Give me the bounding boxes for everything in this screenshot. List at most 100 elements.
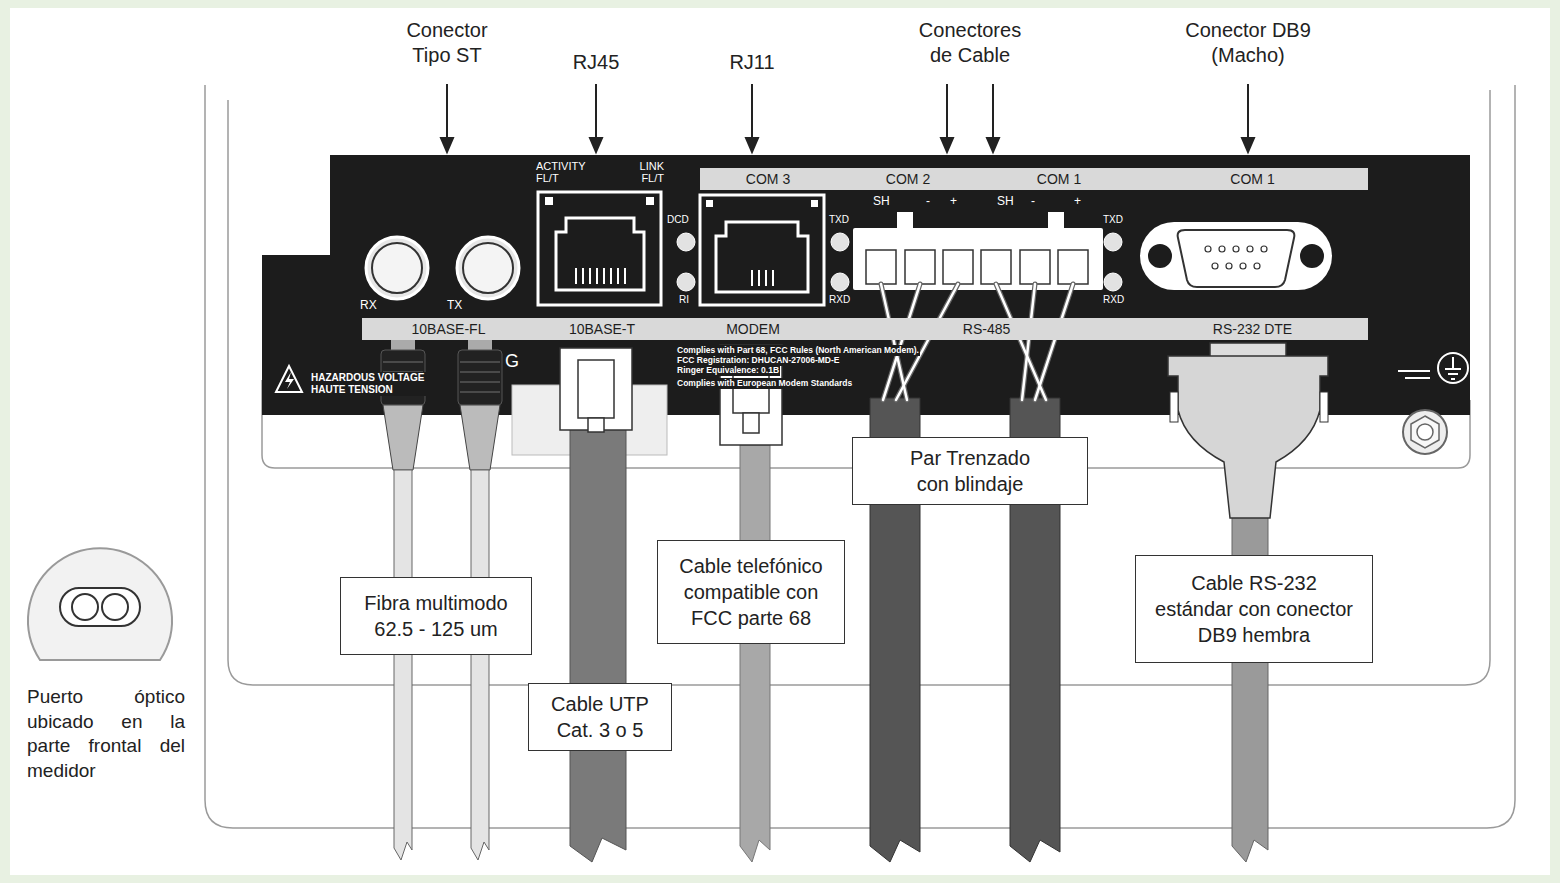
port-label-band: COM 1 <box>980 168 1138 190</box>
st-connector <box>463 243 513 293</box>
rj45-jack <box>646 197 654 205</box>
fiber-cable <box>471 470 489 860</box>
ground-symbol <box>1398 353 1468 383</box>
st-connector <box>366 237 428 299</box>
callout-box: Par Trenzado con blindaje <box>852 437 1088 505</box>
pin-name: + <box>950 194 957 209</box>
warning-text: HAZARDOUS VOLTAGE HAUTE TENSION <box>310 372 430 396</box>
db9-male-connector <box>1212 263 1218 269</box>
rj45-jack <box>603 268 605 284</box>
signal-name: DCD <box>667 214 689 227</box>
terminal-block <box>981 250 1011 284</box>
compliance-note: Ringer Equivalence: 0.1B <box>676 365 780 376</box>
port-name: 10BASE-FL <box>362 318 535 340</box>
db9-male-connector <box>1226 263 1232 269</box>
st-connector <box>372 243 422 293</box>
rj11-jack <box>716 222 808 292</box>
port-name: COM 1 <box>980 168 1138 190</box>
db9-male-connector <box>1247 246 1253 252</box>
page-ground <box>10 8 1550 875</box>
st-connector <box>366 237 519 299</box>
callout-box: Cable RS-232 estándar con conector DB9 h… <box>1135 555 1373 663</box>
rs232-cable <box>1168 356 1328 518</box>
pointer-arrows <box>1247 84 1249 140</box>
twisted-pair-cable <box>883 284 920 400</box>
rj45-jack <box>582 268 584 284</box>
fiber-cable <box>458 350 502 405</box>
pointer-arrows <box>1242 138 1254 152</box>
db9-male-connector <box>1233 246 1239 252</box>
ground-symbol <box>1452 357 1454 369</box>
rj11-jack <box>700 195 824 305</box>
twisted-pair-cable <box>870 284 1073 862</box>
rj45-jack <box>575 268 577 284</box>
callout-text: Cable RS-232 estándar con conector DB9 h… <box>1153 570 1355 648</box>
rj45-jack <box>538 192 661 305</box>
rj11-jack <box>811 200 818 207</box>
status-led <box>677 273 695 291</box>
phone-cable <box>740 445 770 862</box>
db9-male-connector <box>1261 246 1267 252</box>
twisted-pair-cable <box>896 284 958 400</box>
led-label: LINK FL/T <box>624 160 664 184</box>
rj11-jack <box>706 200 713 207</box>
port-label-band: COM 2 <box>835 168 981 190</box>
port-label-band: MODEM <box>670 318 836 340</box>
db9-male-connector <box>1140 222 1332 290</box>
ground-symbol <box>1445 368 1461 370</box>
db9-male-connector <box>1254 263 1260 269</box>
port-label-band: 10BASE-T <box>533 318 671 340</box>
st-connector <box>457 237 519 299</box>
db9-male-connector <box>1240 263 1246 269</box>
terminal-block <box>943 250 973 284</box>
pin-name: SH <box>873 194 890 209</box>
port-label-band: COM 3 <box>700 168 836 190</box>
fiber-cable <box>460 371 500 373</box>
callout-text: Cable telefónico compatible con FCC part… <box>671 553 831 631</box>
twisted-pair-cable <box>881 284 1073 400</box>
rj11-jack <box>765 270 767 286</box>
port-name: COM 1 <box>1137 168 1368 190</box>
port-name: COM 2 <box>835 168 981 190</box>
pointer-arrows <box>446 84 448 140</box>
rj45-jack <box>556 218 644 290</box>
signal-name: RXD <box>829 294 850 307</box>
callout-box: Cable telefónico compatible con FCC part… <box>657 540 845 644</box>
rj45-jack <box>545 197 553 205</box>
rj45-jack <box>624 268 626 284</box>
terminal-block <box>1020 250 1050 284</box>
rj11-jack <box>751 270 753 286</box>
note-text: Puerto óptico ubicado en la parte fronta… <box>27 685 185 784</box>
optical-port-icon <box>72 594 98 620</box>
fiber-cable <box>460 361 500 363</box>
terminal-block <box>1048 212 1064 230</box>
fiber-cable <box>460 391 500 393</box>
db9-male-connector <box>1299 243 1325 269</box>
ground-nut <box>1411 416 1439 448</box>
rj45-jack <box>589 268 591 284</box>
status-led <box>677 233 695 251</box>
status-led <box>831 233 849 251</box>
status-led <box>1104 273 1122 291</box>
signal-name: RI <box>679 294 689 307</box>
terminal-block <box>866 250 1088 284</box>
utp-cable <box>512 348 667 862</box>
fiber-cable <box>460 405 500 470</box>
terminal-block <box>905 250 935 284</box>
pointer-arrows <box>595 84 597 140</box>
rj11-jack <box>752 270 773 286</box>
heading-label: Conector DB9 (Macho) <box>1173 18 1323 68</box>
twisted-pair-cable <box>881 284 1073 400</box>
pin-name: + <box>1074 194 1081 209</box>
utp-cable <box>570 428 626 862</box>
signal-name: TXD <box>829 214 849 227</box>
status-led <box>831 273 849 291</box>
rj11-jack <box>700 195 824 305</box>
callout-box: Cable UTP Cat. 3 o 5 <box>528 683 672 751</box>
port-name: MODEM <box>670 318 836 340</box>
db9-male-connector <box>1147 243 1173 269</box>
rj45-jack <box>617 268 619 284</box>
pin-name: - <box>926 194 930 209</box>
utp-cable <box>588 418 604 432</box>
callout-box: Fibra multimodo 62.5 - 125 um <box>340 577 532 655</box>
